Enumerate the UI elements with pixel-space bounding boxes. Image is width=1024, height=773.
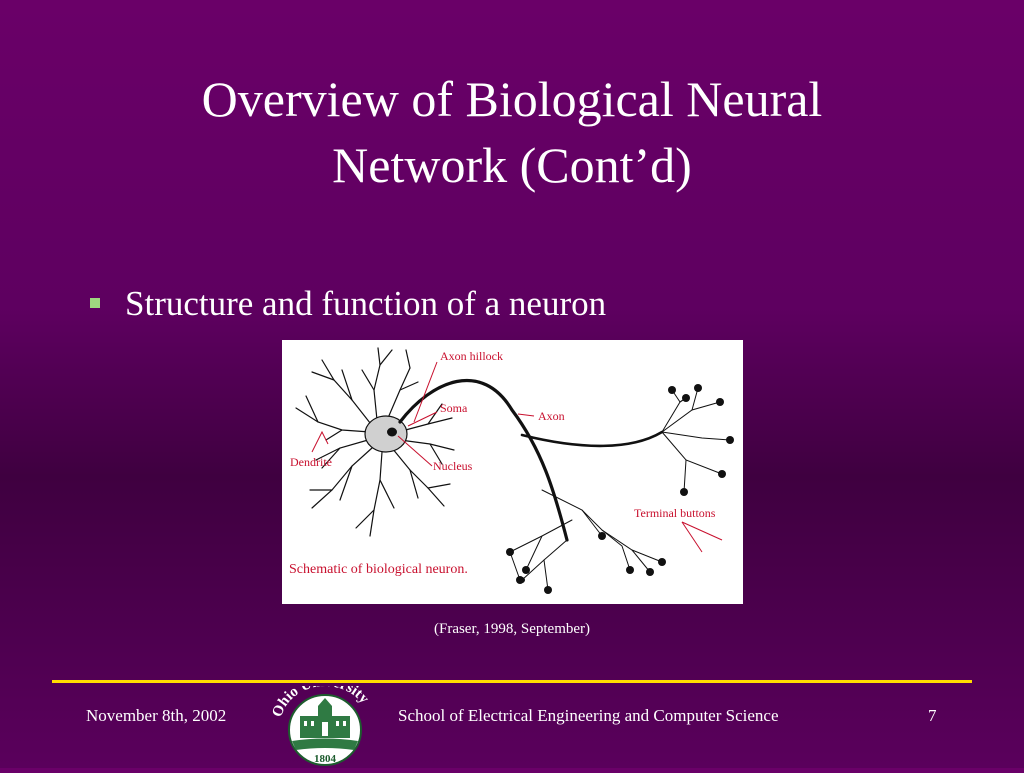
university-seal-icon: Ohio University 1804 <box>269 674 372 766</box>
leader-lines <box>311 361 723 553</box>
label-soma: Soma <box>440 401 468 415</box>
bullet-item: Structure and function of a neuron <box>90 282 606 326</box>
footer-school-name: School of Electrical Engineering and Com… <box>398 706 779 725</box>
label-dendrite: Dendrite <box>290 455 332 469</box>
axon <box>398 379 731 591</box>
neuron-schematic: Axon hillock Soma Axon Nucleus Dendrite … <box>289 347 734 594</box>
square-bullet-icon <box>90 298 100 308</box>
logo-year: 1804 <box>314 753 337 765</box>
slide-title-line-1: Overview of Biological Neural <box>201 71 823 127</box>
image-credit: (Fraser, 1998, September) <box>433 621 591 637</box>
neuron-diagram: Axon hillock Soma Axon Nucleus Dendrite … <box>282 340 743 604</box>
footer-divider <box>52 680 972 683</box>
dendrites <box>295 347 455 537</box>
figure-caption: Schematic of biological neuron. <box>289 562 468 577</box>
ohio-university-logo: Ohio University 1804 <box>269 674 380 768</box>
nucleus <box>387 427 397 437</box>
page-number: 7 <box>928 706 937 725</box>
label-axon-hillock: Axon hillock <box>440 349 503 363</box>
label-terminal-buttons: Terminal buttons <box>634 506 716 520</box>
bullet-text: Structure and function of a neuron <box>125 284 607 323</box>
label-nucleus: Nucleus <box>433 459 473 473</box>
terminal-buttons <box>506 384 734 594</box>
label-axon: Axon <box>538 409 565 423</box>
slide-title-line-2: Network (Cont’d) <box>332 137 692 193</box>
slide-title: Overview of Biological Neural Network (C… <box>60 66 964 198</box>
soma <box>364 415 408 453</box>
footer-date: November 8th, 2002 <box>86 706 227 725</box>
